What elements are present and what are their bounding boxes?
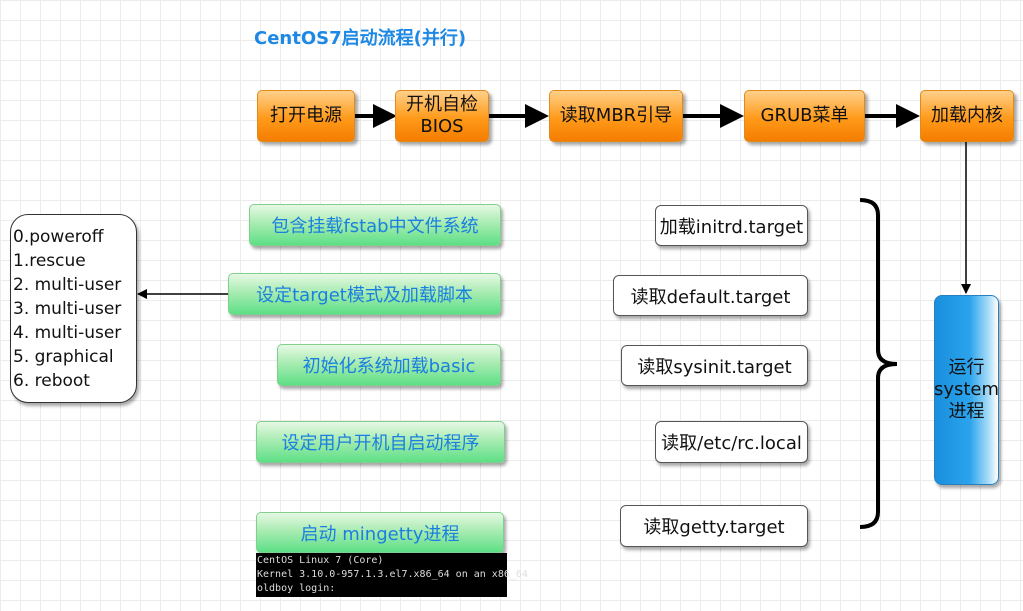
green-step-mount-fstab: 包含挂载fstab中文件系统	[249, 204, 501, 246]
target-label: 读取getty.target	[643, 517, 785, 538]
target-label: 读取/etc/rc.local	[661, 433, 802, 454]
system-label-line2: system	[933, 379, 1000, 400]
target-getty: 读取getty.target	[620, 505, 808, 547]
green-step-start-mingetty: 启动 mingetty进程	[256, 512, 504, 553]
power-on-box: 打开电源	[257, 90, 355, 142]
target-label: 加载initrd.target	[659, 216, 804, 238]
green-step-label: 设定target模式及加载脚本	[256, 285, 473, 306]
terminal-line: CentOS Linux 7 (Core)	[257, 555, 384, 566]
read-mbr-label: 读取MBR引导	[559, 105, 673, 126]
system-label-line3: 进程	[948, 401, 985, 422]
green-step-label: 包含挂载fstab中文件系统	[271, 216, 479, 237]
power-on-label: 打开电源	[270, 105, 342, 126]
runlevel-list: 0.poweroff 1.rescue 2. multi-user 3. mul…	[10, 214, 137, 403]
runlevel-item: 1.rescue	[13, 251, 86, 271]
system-label-line1: 运行	[948, 357, 985, 378]
runlevel-item: 0.poweroff	[13, 227, 104, 247]
bios-label-line2: BIOS	[420, 116, 464, 137]
terminal-line: Kernel 3.10.0-957.1.3.el7.x86_64 on an x…	[257, 569, 528, 580]
green-step-init-basic: 初始化系统加载basic	[277, 344, 501, 386]
load-kernel-box: 加载内核	[920, 90, 1014, 142]
green-step-user-autostart: 设定用户开机自启动程序	[256, 421, 505, 463]
runlevel-item: 2. multi-user	[13, 275, 122, 295]
target-sysinit: 读取sysinit.target	[621, 345, 808, 386]
green-step-label: 设定用户开机自启动程序	[281, 433, 480, 454]
bios-label-line1: 开机自检	[406, 94, 478, 115]
green-step-label: 启动 mingetty进程	[300, 523, 460, 545]
system-process-box: 运行 system 进程	[934, 295, 999, 485]
runlevel-item: 3. multi-user	[13, 299, 122, 319]
runlevel-item: 5. graphical	[13, 347, 114, 367]
target-initrd: 加载initrd.target	[655, 205, 808, 246]
green-step-set-target: 设定target模式及加载脚本	[228, 273, 501, 315]
grub-menu-box: GRUB菜单	[744, 90, 865, 142]
bios-box: 开机自检 BIOS	[395, 90, 489, 142]
diagram-title: CentOS7启动流程(并行)	[254, 28, 467, 49]
terminal-line: oldboy login:	[257, 583, 336, 594]
target-label: 读取default.target	[630, 286, 791, 308]
runlevel-item: 4. multi-user	[13, 323, 122, 343]
right-brace	[859, 198, 898, 529]
target-default: 读取default.target	[613, 275, 808, 316]
target-rc-local: 读取/etc/rc.local	[655, 421, 808, 463]
green-step-label: 初始化系统加载basic	[302, 356, 476, 377]
login-terminal: CentOS Linux 7 (Core) Kernel 3.10.0-957.…	[256, 553, 528, 597]
load-kernel-label: 加载内核	[931, 105, 1003, 126]
grub-menu-label: GRUB菜单	[760, 105, 849, 126]
read-mbr-box: 读取MBR引导	[549, 90, 683, 142]
target-label: 读取sysinit.target	[637, 356, 792, 378]
runlevel-item: 6. reboot	[13, 371, 90, 391]
